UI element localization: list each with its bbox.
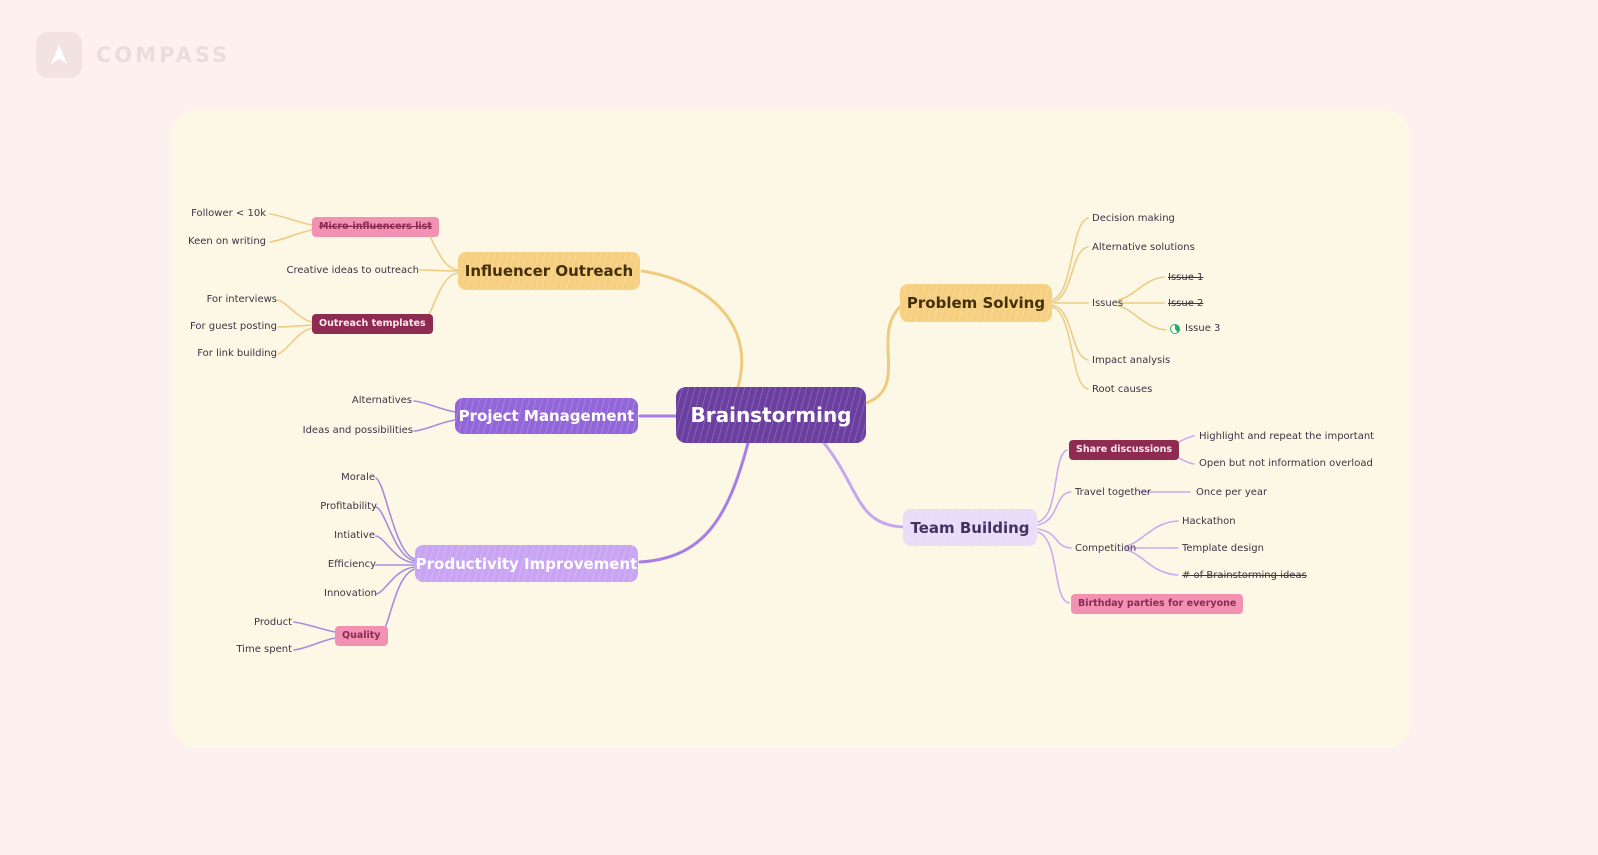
node-profitability[interactable]: Profitability bbox=[320, 501, 377, 512]
node-micro-influencers-list[interactable]: Micro-influencers list bbox=[312, 217, 439, 237]
node-brainstorming[interactable]: Brainstorming bbox=[676, 387, 866, 443]
node-issue-3[interactable]: Issue 3 bbox=[1170, 323, 1220, 335]
node-issue-2[interactable]: Issue 2 bbox=[1168, 298, 1204, 309]
node-initiative[interactable]: Intiative bbox=[334, 530, 375, 541]
node-innovation[interactable]: Innovation bbox=[324, 588, 377, 599]
node-for-link-building[interactable]: For link building bbox=[197, 348, 277, 359]
node-productivity-improvement[interactable]: Productivity Improvement bbox=[415, 545, 638, 582]
node-alternatives[interactable]: Alternatives bbox=[351, 395, 412, 406]
node-time-spent[interactable]: Time spent bbox=[236, 644, 292, 655]
node-num-brainstorming-ideas[interactable]: # of Brainstorming ideas bbox=[1182, 570, 1307, 581]
node-efficiency[interactable]: Efficiency bbox=[327, 559, 376, 570]
brand: COMPASS bbox=[36, 32, 230, 78]
progress-icon bbox=[1170, 324, 1180, 334]
issue-3-label: Issue 3 bbox=[1185, 323, 1221, 334]
node-creative-ideas[interactable]: Creative ideas to outreach bbox=[286, 265, 420, 276]
node-birthday-parties[interactable]: Birthday parties for everyone bbox=[1071, 594, 1244, 614]
node-product[interactable]: Product bbox=[254, 617, 292, 628]
node-share-discussions[interactable]: Share discussions bbox=[1069, 440, 1180, 460]
node-impact-analysis[interactable]: Impact analysis bbox=[1092, 355, 1171, 366]
node-issues[interactable]: Issues bbox=[1092, 298, 1124, 309]
node-template-design[interactable]: Template design bbox=[1182, 543, 1264, 554]
node-ideas-and-possibilities[interactable]: Ideas and possibilities bbox=[302, 425, 413, 436]
node-hackathon[interactable]: Hackathon bbox=[1182, 516, 1236, 527]
node-follower-10k[interactable]: Follower < 10k bbox=[191, 208, 266, 219]
mindmap-canvas[interactable]: Brainstorming Influencer Outreach Proble… bbox=[172, 110, 1410, 748]
node-decision-making[interactable]: Decision making bbox=[1092, 213, 1175, 224]
brand-name: COMPASS bbox=[96, 43, 231, 67]
node-influencer-outreach[interactable]: Influencer Outreach bbox=[458, 252, 640, 290]
node-quality[interactable]: Quality bbox=[335, 626, 388, 646]
node-open-not-overload[interactable]: Open but not information overload bbox=[1199, 458, 1373, 469]
node-problem-solving[interactable]: Problem Solving bbox=[900, 284, 1052, 322]
node-keen-on-writing[interactable]: Keen on writing bbox=[188, 236, 266, 247]
node-once-per-year[interactable]: Once per year bbox=[1196, 487, 1268, 498]
connector-lines bbox=[269, 213, 1195, 651]
node-highlight-repeat[interactable]: Highlight and repeat the important bbox=[1199, 431, 1375, 442]
node-morale[interactable]: Morale bbox=[341, 472, 375, 483]
compass-logo-icon bbox=[36, 32, 82, 78]
node-competition[interactable]: Competition bbox=[1075, 543, 1137, 554]
node-team-building[interactable]: Team Building bbox=[903, 509, 1037, 546]
node-root-causes[interactable]: Root causes bbox=[1092, 384, 1153, 395]
node-travel-together[interactable]: Travel together bbox=[1075, 487, 1151, 498]
node-for-guest-posting[interactable]: For guest posting bbox=[189, 321, 277, 332]
node-issue-1[interactable]: Issue 1 bbox=[1168, 272, 1204, 283]
node-project-management[interactable]: Project Management bbox=[455, 398, 638, 434]
node-for-interviews[interactable]: For interviews bbox=[206, 294, 277, 305]
node-outreach-templates[interactable]: Outreach templates bbox=[312, 314, 433, 334]
node-alternative-solutions[interactable]: Alternative solutions bbox=[1092, 242, 1195, 253]
